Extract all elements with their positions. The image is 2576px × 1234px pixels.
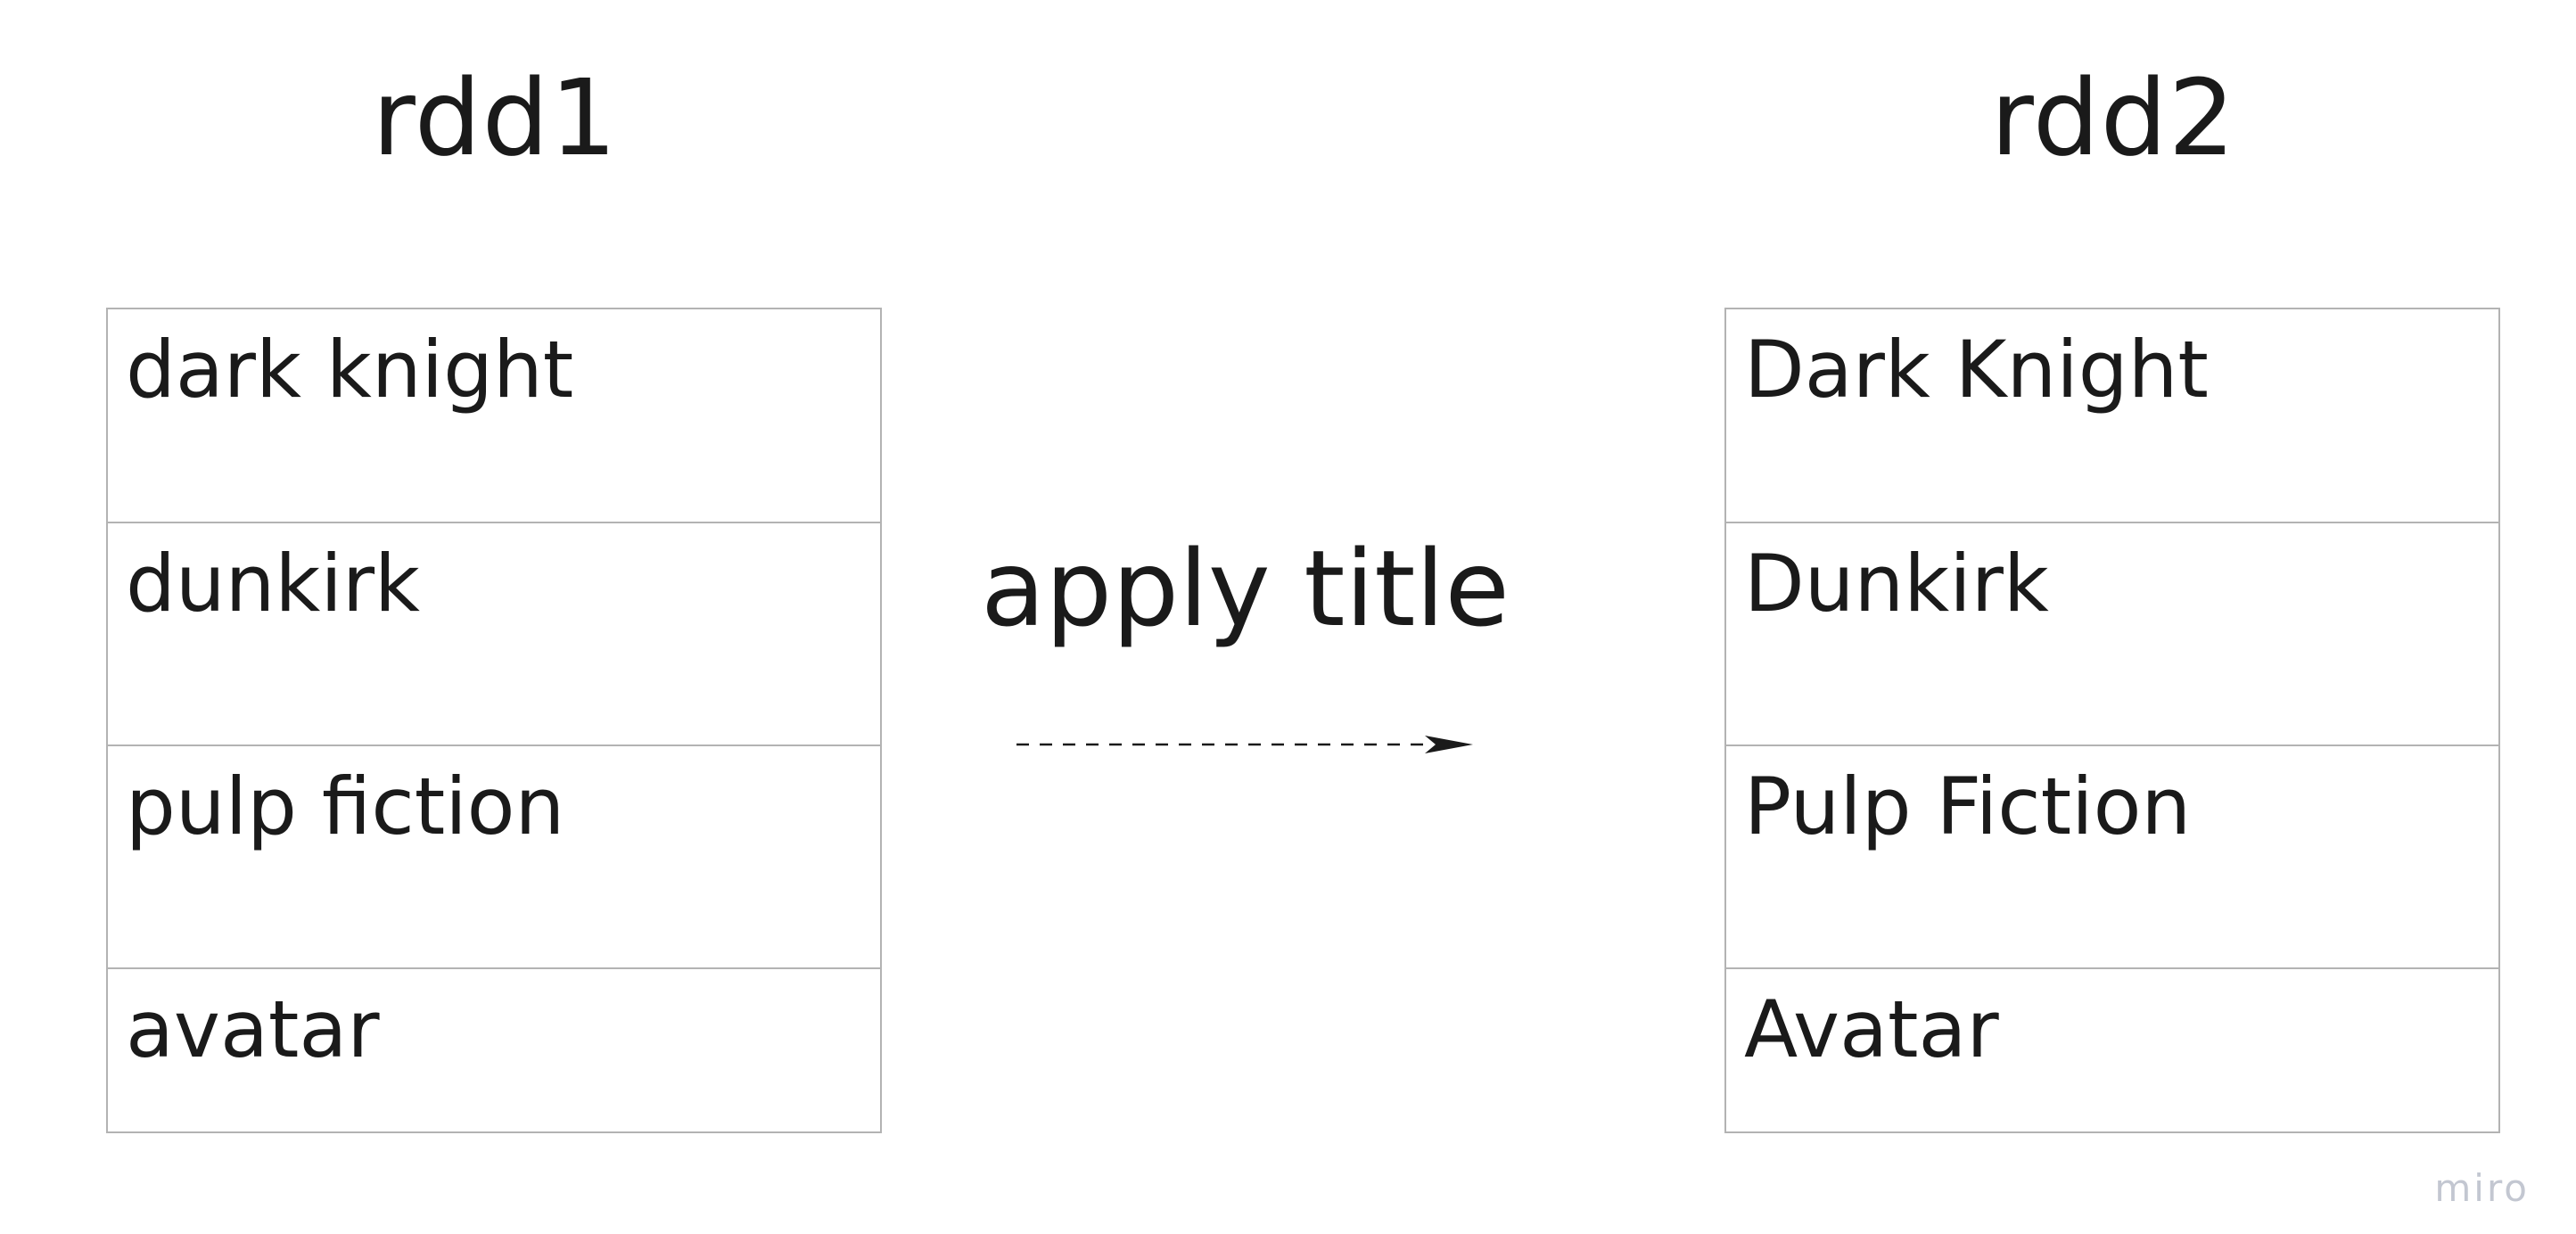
rdd1-row: avatar (108, 969, 880, 1131)
rdd2-row: Dark Knight (1726, 309, 2498, 523)
rdd2-row: Pulp Fiction (1726, 746, 2498, 969)
arrow-head (1425, 736, 1473, 753)
operation-label: apply title (981, 527, 1510, 650)
rdd2-row-label: Dunkirk (1744, 538, 2049, 629)
rdd2-row-label: Dark Knight (1744, 324, 2209, 415)
rdd1-row: pulp fiction (108, 746, 880, 969)
rdd1-row-label: avatar (126, 983, 380, 1075)
rdd1-row: dark knight (108, 309, 880, 523)
rdd2-row-label: Pulp Fiction (1744, 761, 2192, 852)
miro-watermark: miro (2434, 1166, 2530, 1210)
rdd2-row-label: Avatar (1744, 983, 1999, 1075)
rdd1-table: dark knight dunkirk pulp fiction avatar (106, 308, 882, 1133)
dashed-arrow-icon (1016, 736, 1473, 753)
rdd1-row-label: dunkirk (126, 538, 420, 629)
rdd2-row: Dunkirk (1726, 523, 2498, 746)
rdd2-title: rdd2 (1990, 56, 2236, 179)
rdd1-title: rdd1 (372, 56, 618, 179)
rdd1-row: dunkirk (108, 523, 880, 746)
rdd1-row-label: pulp fiction (126, 761, 565, 852)
rdd2-table: Dark Knight Dunkirk Pulp Fiction Avatar (1724, 308, 2500, 1133)
rdd1-row-label: dark knight (126, 324, 574, 415)
rdd2-row: Avatar (1726, 969, 2498, 1131)
